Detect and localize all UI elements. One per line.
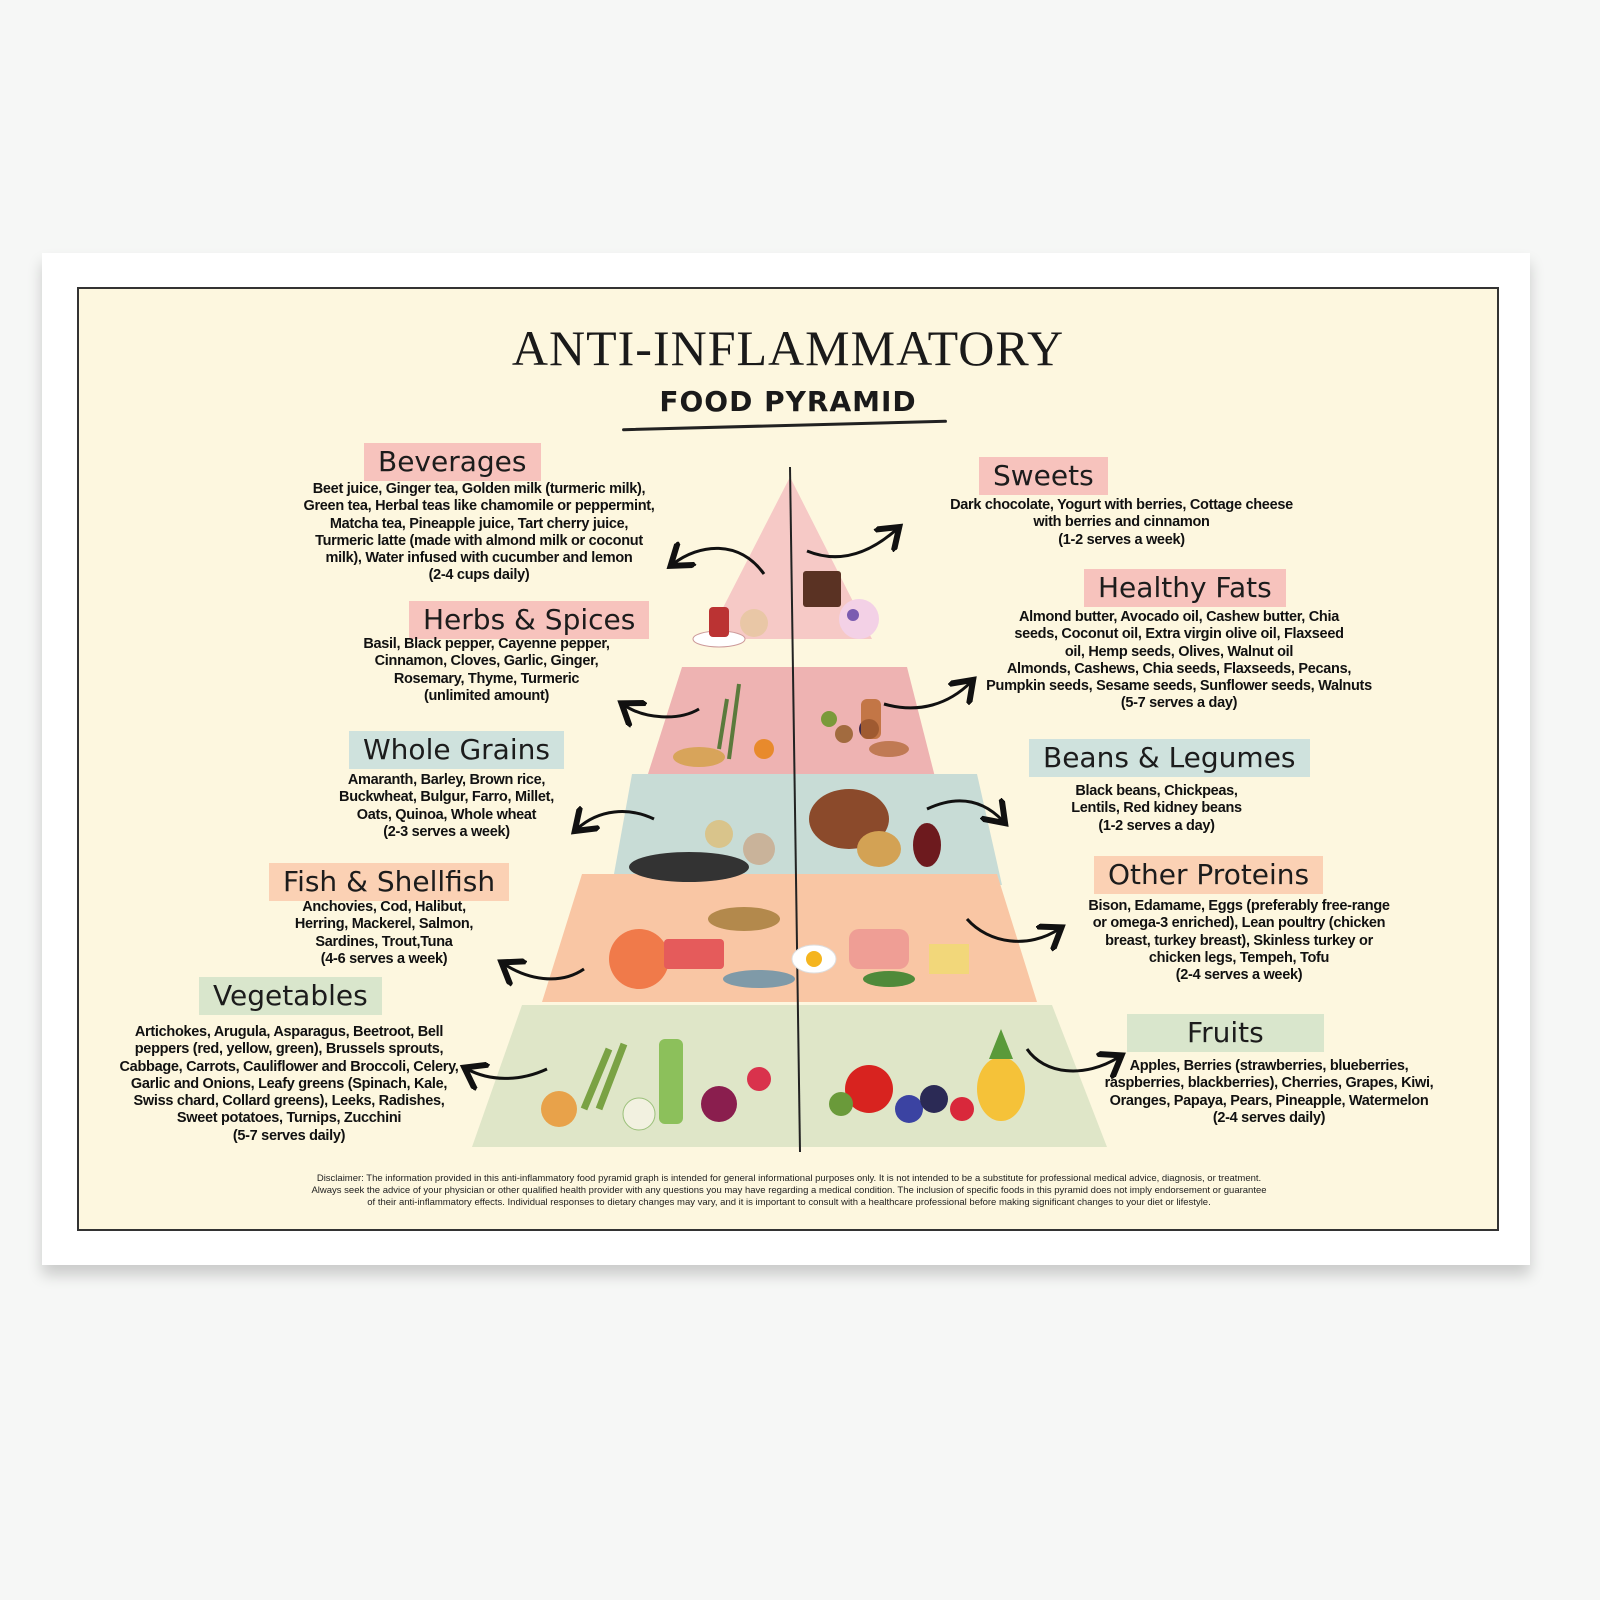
text-line: Basil, Black pepper, Cayenne pepper, (363, 636, 610, 652)
text-beverages: Beet juice, Ginger tea, Golden milk (tur… (289, 481, 669, 585)
text-fats: Almond butter, Avocado oil, Cashew butte… (979, 609, 1379, 713)
heading-herbs: Herbs & Spices (409, 601, 650, 639)
text-line: (4-6 serves a week) (320, 950, 448, 967)
text-sweets: Dark chocolate, Yogurt with berries, Cot… (929, 497, 1314, 549)
text-line: Swiss chard, Collard greens), Leeks, Rad… (133, 1093, 445, 1110)
text-fish: Anchovies, Cod, Halibut,Herring, Mackere… (274, 899, 494, 968)
text-line: oil, Hemp seeds, Olives, Walnut oil (1064, 643, 1294, 660)
poster-subtitle: FOOD PYRAMID (659, 385, 917, 418)
poster-title: ANTI-INFLAMMATORY (511, 320, 1065, 376)
text-line: chicken legs, Tempeh, Tofu (1148, 949, 1330, 966)
text-line: Oranges, Papaya, Pears, Pineapple, Water… (1109, 1092, 1429, 1109)
text-line: (2-4 serves a week) (1175, 967, 1303, 984)
text-line: with berries and cinnamon (1033, 514, 1210, 531)
arrow-sweets (806, 529, 897, 559)
text-line: (2-4 serves daily) (1212, 1109, 1326, 1126)
arrow-beans (926, 801, 1003, 821)
heading-sweets: Sweets (979, 457, 1108, 495)
arrow-vegetables (467, 1069, 548, 1078)
text-line: Black beans, Chickpeas, (1075, 783, 1238, 799)
disclaimer-line: Always seek the advice of your physician… (311, 1185, 1267, 1196)
text-beans: Black beans, Chickpeas,Lentils, Red kidn… (1039, 783, 1274, 835)
text-line: Dark chocolate, Yogurt with berries, Cot… (950, 497, 1293, 513)
heading-beans: Beans & Legumes (1029, 739, 1310, 777)
heading-grains: Whole Grains (349, 731, 564, 769)
text-line: peppers (red, yellow, green), Brussels s… (134, 1041, 444, 1058)
vegetables-icon (541, 1039, 771, 1131)
text-line: Pumpkin seeds, Sesame seeds, Sunflower s… (986, 678, 1372, 695)
text-line: (5-7 serves daily) (232, 1127, 346, 1144)
text-line: Oats, Quinoa, Whole wheat (356, 806, 537, 823)
text-line: Apples, Berries (strawberries, blueberri… (1129, 1058, 1409, 1074)
text-line: (unlimited amount) (423, 687, 550, 704)
text-line: (1-2 serves a week) (1058, 531, 1185, 548)
text-line: Almonds, Cashews, Chia seeds, Flaxseeds,… (1006, 660, 1352, 677)
grains-icon (629, 820, 775, 882)
text-line: Cinnamon, Cloves, Garlic, Ginger, (374, 653, 599, 670)
fish-icon (609, 907, 795, 989)
text-line: Garlic and Onions, Leafy greens (Spinach… (130, 1075, 448, 1092)
heading-fruits: Fruits (1127, 1014, 1324, 1052)
arrow-proteins (965, 918, 1059, 941)
disclaimer: Disclaimer: The information provided in … (229, 1173, 1349, 1209)
text-line: Lentils, Red kidney beans (1071, 800, 1242, 817)
text-line: raspberries, blackberries), Cherries, Gr… (1104, 1075, 1434, 1092)
arrow-fats (883, 682, 971, 710)
text-line: Matcha tea, Pineapple juice, Tart cherry… (329, 515, 629, 532)
heading-vegetables: Vegetables (199, 977, 382, 1015)
pyramid-tier-2 (647, 667, 935, 777)
text-line: Buckwheat, Bulgur, Farro, Millet, (339, 789, 554, 806)
text-line: Anchovies, Cod, Halibut, (302, 899, 466, 915)
text-line: Herring, Mackerel, Salmon, (294, 916, 474, 933)
arrow-fish (504, 964, 585, 979)
text-line: Turmeric latte (made with almond milk or… (315, 532, 643, 549)
heading-proteins: Other Proteins (1094, 856, 1324, 894)
text-line: Green tea, Herbal teas like chamomile or… (303, 498, 655, 515)
text-line: breast, turkey breast), Skinless turkey … (1105, 932, 1373, 949)
text-line: seeds, Coconut oil, Extra virgin olive o… (1014, 626, 1344, 643)
beverage-icon (692, 607, 768, 648)
nuts-oil-icon (821, 699, 909, 757)
text-line: Artichokes, Arugula, Asparagus, Beetroot… (134, 1024, 444, 1040)
text-line: Rosemary, Thyme, Turmeric (393, 670, 580, 687)
text-herbs: Basil, Black pepper, Cayenne pepper,Cinn… (349, 636, 624, 705)
text-line: Bison, Edamame, Eggs (preferably free-ra… (1088, 898, 1390, 914)
arrow-herbs (624, 705, 700, 717)
herbs-icon (673, 683, 774, 767)
text-line: milk), Water infused with cucumber and l… (325, 550, 633, 567)
text-line: or omega-3 enriched), Lean poultry (chic… (1092, 915, 1386, 932)
text-vegetables: Artichokes, Arugula, Asparagus, Beetroot… (114, 1024, 464, 1145)
text-line: Sweet potatoes, Turnips, Zucchini (176, 1110, 402, 1127)
text-line: Amaranth, Barley, Brown rice, (347, 772, 546, 788)
arrow-grains (577, 812, 655, 829)
text-proteins: Bison, Edamame, Eggs (preferably free-ra… (1069, 898, 1409, 984)
text-line: (2-4 cups daily) (428, 567, 530, 584)
protein-icon (791, 929, 969, 987)
poster: ANTI-INFLAMMATORY FOOD PYRAMID Beverages… (77, 287, 1499, 1231)
heading-beverages: Beverages (364, 443, 541, 481)
text-fruits: Apples, Berries (strawberries, blueberri… (1094, 1058, 1444, 1127)
beans-icon (809, 789, 941, 867)
disclaimer-line: of their anti-inflammatory effects. Indi… (367, 1197, 1211, 1208)
text-line: (5-7 serves a day) (1120, 695, 1238, 712)
text-grains: Amaranth, Barley, Brown rice,Buckwheat, … (304, 772, 589, 841)
chocolate-icon (803, 571, 879, 639)
fruits-icon (829, 1029, 1025, 1123)
heading-fats: Healthy Fats (1084, 569, 1286, 607)
disclaimer-line: Disclaimer: The information provided in … (316, 1173, 1262, 1184)
text-line: Cabbage, Carrots, Cauliflower and Brocco… (119, 1058, 459, 1075)
arrow-beverages (673, 548, 766, 575)
pyramid-graphic (79, 466, 1497, 1153)
text-line: (1-2 serves a day) (1098, 817, 1215, 834)
heading-fish: Fish & Shellfish (269, 863, 510, 901)
text-line: Beet juice, Ginger tea, Golden milk (tur… (312, 481, 646, 497)
text-line: (2-3 serves a week) (383, 823, 510, 840)
pyramid-divider (789, 466, 801, 1153)
text-line: Almond butter, Avocado oil, Cashew butte… (1019, 609, 1339, 625)
arrow-fruits (1025, 1048, 1119, 1071)
text-line: Sardines, Trout,Tuna (315, 933, 453, 950)
